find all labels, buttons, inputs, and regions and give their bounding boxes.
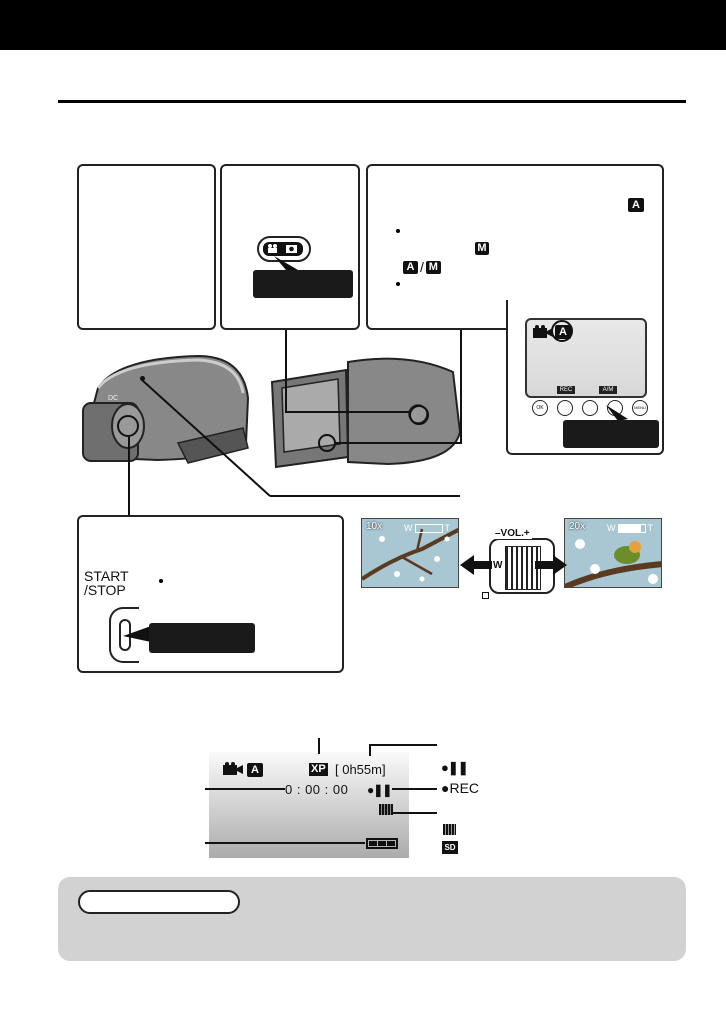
start-stop-label: START /STOP — [84, 568, 129, 598]
remaining-time: [ 0h55m] — [335, 762, 386, 777]
step-panel-2 — [220, 164, 360, 330]
zoom-level-label: 20x — [569, 521, 586, 532]
auto-manual-icon: A / M — [403, 259, 441, 275]
zoom-tele-photo: 20x W T — [564, 518, 662, 588]
lcd-button-row: OK MENU — [532, 400, 648, 416]
small-square-icon — [482, 592, 489, 599]
legend-standby: ●❚❚ — [441, 760, 469, 775]
mode-switch-callout — [253, 270, 353, 298]
rec-standby-icon: ●❚❚ — [367, 783, 392, 797]
page-header-bar — [0, 0, 726, 50]
lcd-highlight — [318, 434, 336, 452]
auto-mode-icon: A — [247, 763, 263, 777]
lever-w-label: W — [493, 560, 503, 571]
recording-screen: A XP [ 0h55m] 0 : 00 : 00 ●❚❚ — [209, 752, 409, 858]
step-panel-1 — [77, 164, 216, 330]
arrow-left-icon — [460, 555, 492, 575]
zoom-wide-photo: 10x W T — [361, 518, 459, 588]
button-3[interactable] — [582, 400, 598, 416]
video-camera-icon — [533, 325, 553, 338]
leader-line — [318, 738, 320, 754]
leader-line — [369, 744, 437, 746]
highlight-circle — [551, 320, 573, 342]
video-camera-icon — [223, 762, 243, 775]
record-callout — [149, 623, 255, 653]
bullet — [159, 579, 163, 583]
pointer-arrow — [274, 256, 298, 270]
bullet — [396, 282, 400, 286]
menu-button[interactable]: MENU — [632, 400, 648, 416]
step-panel-record: START /STOP — [77, 515, 344, 673]
arrow-right-icon — [535, 555, 567, 575]
lcd-callout — [563, 420, 659, 448]
lcd-mini-screen: A REC A/M — [525, 318, 647, 398]
video-camera-icon — [263, 242, 303, 256]
memory-icon — [379, 804, 393, 815]
ok-button[interactable]: OK — [532, 400, 548, 416]
legend-memory-icon — [443, 824, 456, 835]
pointer-arrow — [606, 405, 628, 421]
connector — [285, 330, 287, 413]
connector — [336, 442, 462, 444]
connector — [285, 411, 409, 413]
leader-line — [369, 744, 371, 756]
zoom-level-label: 10x — [366, 521, 383, 532]
leader-line — [205, 788, 285, 790]
button-2[interactable] — [557, 400, 573, 416]
zoom-lever-dot — [140, 376, 145, 381]
mode-switch — [257, 236, 311, 262]
time-counter: 0 : 00 : 00 — [285, 782, 349, 797]
zoom-bar: W T — [607, 523, 653, 533]
legend-sd-icon: SD — [442, 841, 458, 854]
connector — [128, 437, 130, 517]
legend-rec: ●REC — [441, 780, 480, 796]
leader-line — [392, 812, 437, 814]
vol-label: –VOL.+ — [493, 528, 532, 539]
start-stop-highlight — [117, 415, 139, 437]
connector — [460, 330, 462, 443]
manual-mode-icon: M — [475, 242, 489, 255]
mode-highlight — [409, 405, 429, 425]
bullet — [396, 229, 400, 233]
leader-line — [205, 842, 365, 844]
quality-indicator: XP — [309, 763, 328, 776]
am-soft-button[interactable]: A/M — [599, 386, 617, 394]
connector-diagonal — [141, 379, 460, 497]
title-rule — [58, 100, 686, 103]
leader-line — [392, 788, 437, 790]
pointer-arrow — [123, 626, 151, 642]
note-label-pill — [78, 890, 240, 914]
auto-mode-icon: A — [628, 198, 644, 212]
svg-text:DC: DC — [108, 395, 118, 402]
battery-icon — [366, 838, 398, 849]
rec-soft-button[interactable]: REC — [557, 386, 575, 394]
zoom-bar: W T — [404, 523, 450, 533]
